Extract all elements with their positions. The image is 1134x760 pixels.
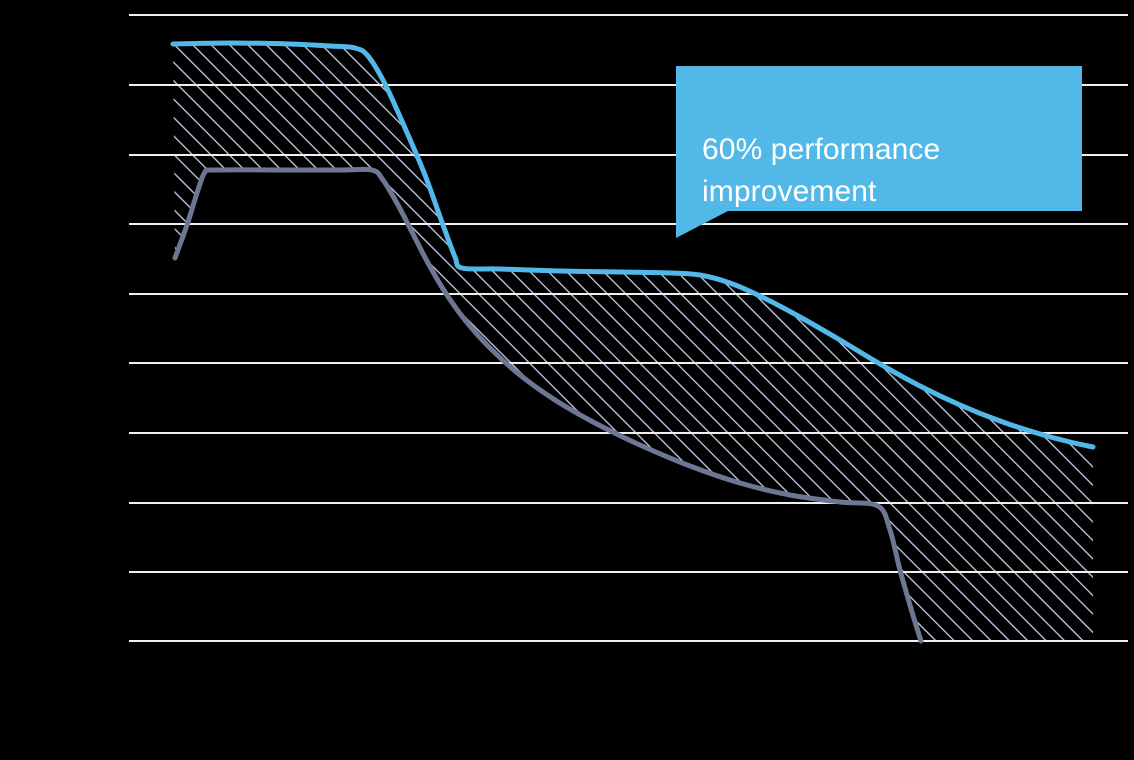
callout-text: 60% performance improvement: [702, 133, 941, 208]
series-line-gray: [172, 166, 924, 644]
callout-tail: [676, 211, 728, 238]
gridlines: [129, 14, 1128, 642]
callout-annotation: 60% performance improvement: [676, 66, 1082, 211]
series-line-blue: [170, 40, 1096, 450]
